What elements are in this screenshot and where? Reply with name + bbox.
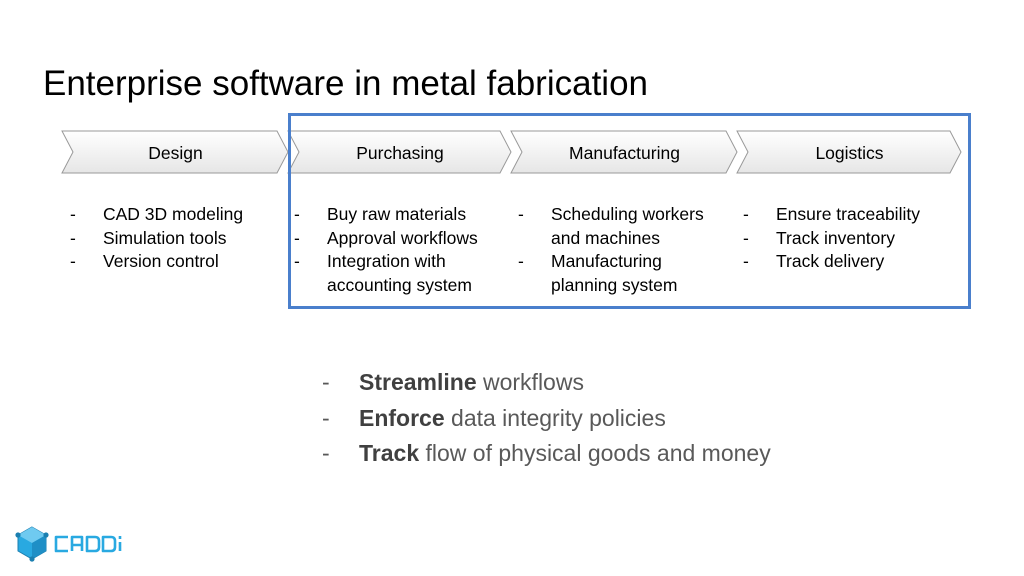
list-item: -Version control [70,251,219,271]
benefit-keyword: Streamline [359,369,477,395]
benefit-item: -Streamline workflows [322,369,584,395]
chevron-manufacturing [510,130,738,174]
benefit-item: -Track flow of physical goods and money [322,440,771,466]
slide-title: Enterprise software in metal fabrication [43,64,648,103]
chevron-design [61,130,289,174]
benefit-keyword: Track [359,440,420,466]
chevron-purchasing [287,130,512,174]
list-item: -Simulation tools [70,227,227,248]
stage-label-purchasing: Purchasing [356,143,444,163]
stage-label-manufacturing: Manufacturing [569,143,680,163]
list-item: -Approval workflows [294,227,478,248]
list-item: -Track delivery [743,251,885,271]
list-item: -Manufacturing planning system [518,251,678,295]
stage-label-logistics: Logistics [815,143,884,163]
list-item: -Integration with accounting system [294,251,472,295]
manufacturing-feature-list: -Scheduling workers and machines -Manufa… [518,203,704,297]
list-item: -Track inventory [743,227,895,248]
list-item: -Buy raw materials [294,204,467,224]
stage-label-design: Design [148,143,203,163]
list-item: -CAD 3D modeling [70,204,244,224]
software-scope-highlight-box [288,113,971,309]
caddi-logo-mark [15,526,122,562]
purchasing-feature-list: -Buy raw materials -Approval workflows -… [294,203,478,297]
logistics-feature-list: -Ensure traceability -Track inventory -T… [743,203,920,274]
list-item: -Scheduling workers and machines [518,204,704,248]
caddi-logo [14,523,124,568]
design-feature-list: -CAD 3D modeling -Simulation tools -Vers… [70,203,243,274]
list-item: -Ensure traceability [743,204,920,224]
benefit-item: -Enforce data integrity policies [322,404,666,431]
benefits-list: -Streamline workflows -Enforce data inte… [322,366,771,473]
chevron-logistics [736,130,962,174]
benefit-keyword: Enforce [359,404,445,431]
